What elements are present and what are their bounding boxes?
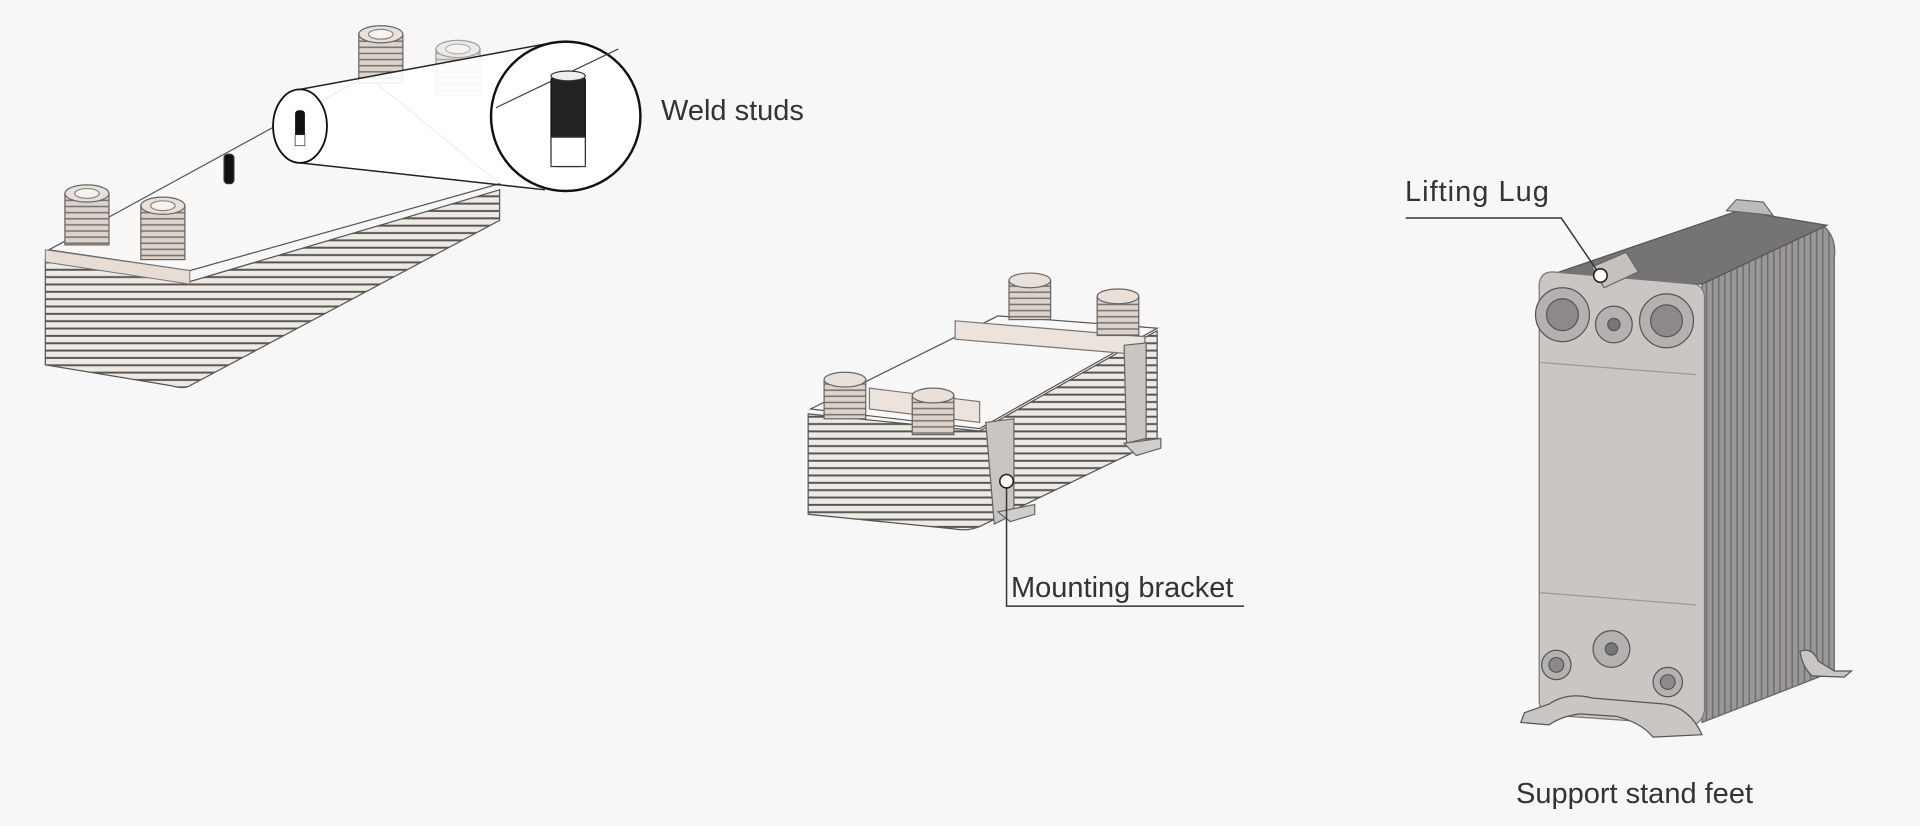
port-d3 bbox=[64, 184, 110, 246]
weld-studs-label: Weld studs bbox=[661, 95, 804, 127]
heat-exchanger-weld-studs bbox=[44, 25, 642, 389]
port-d2 bbox=[140, 196, 186, 261]
support-stand-feet-label: Support stand feet bbox=[1516, 778, 1753, 810]
lifting-lug-label: Lifting Lug bbox=[1405, 176, 1550, 208]
mounting-bracket-marker bbox=[999, 473, 1015, 489]
lifting-lug-marker bbox=[1592, 267, 1608, 284]
support-foot-front bbox=[1519, 695, 1703, 738]
heat-exchanger-mounting-bracket bbox=[807, 272, 1162, 531]
weld-stud bbox=[223, 153, 235, 185]
heat-exchanger-stand bbox=[1519, 198, 1854, 738]
mounting-bracket-label: Mounting bracket bbox=[1011, 572, 1234, 604]
support-foot-rear bbox=[1799, 649, 1854, 678]
callout-leaders bbox=[1005, 217, 1602, 607]
